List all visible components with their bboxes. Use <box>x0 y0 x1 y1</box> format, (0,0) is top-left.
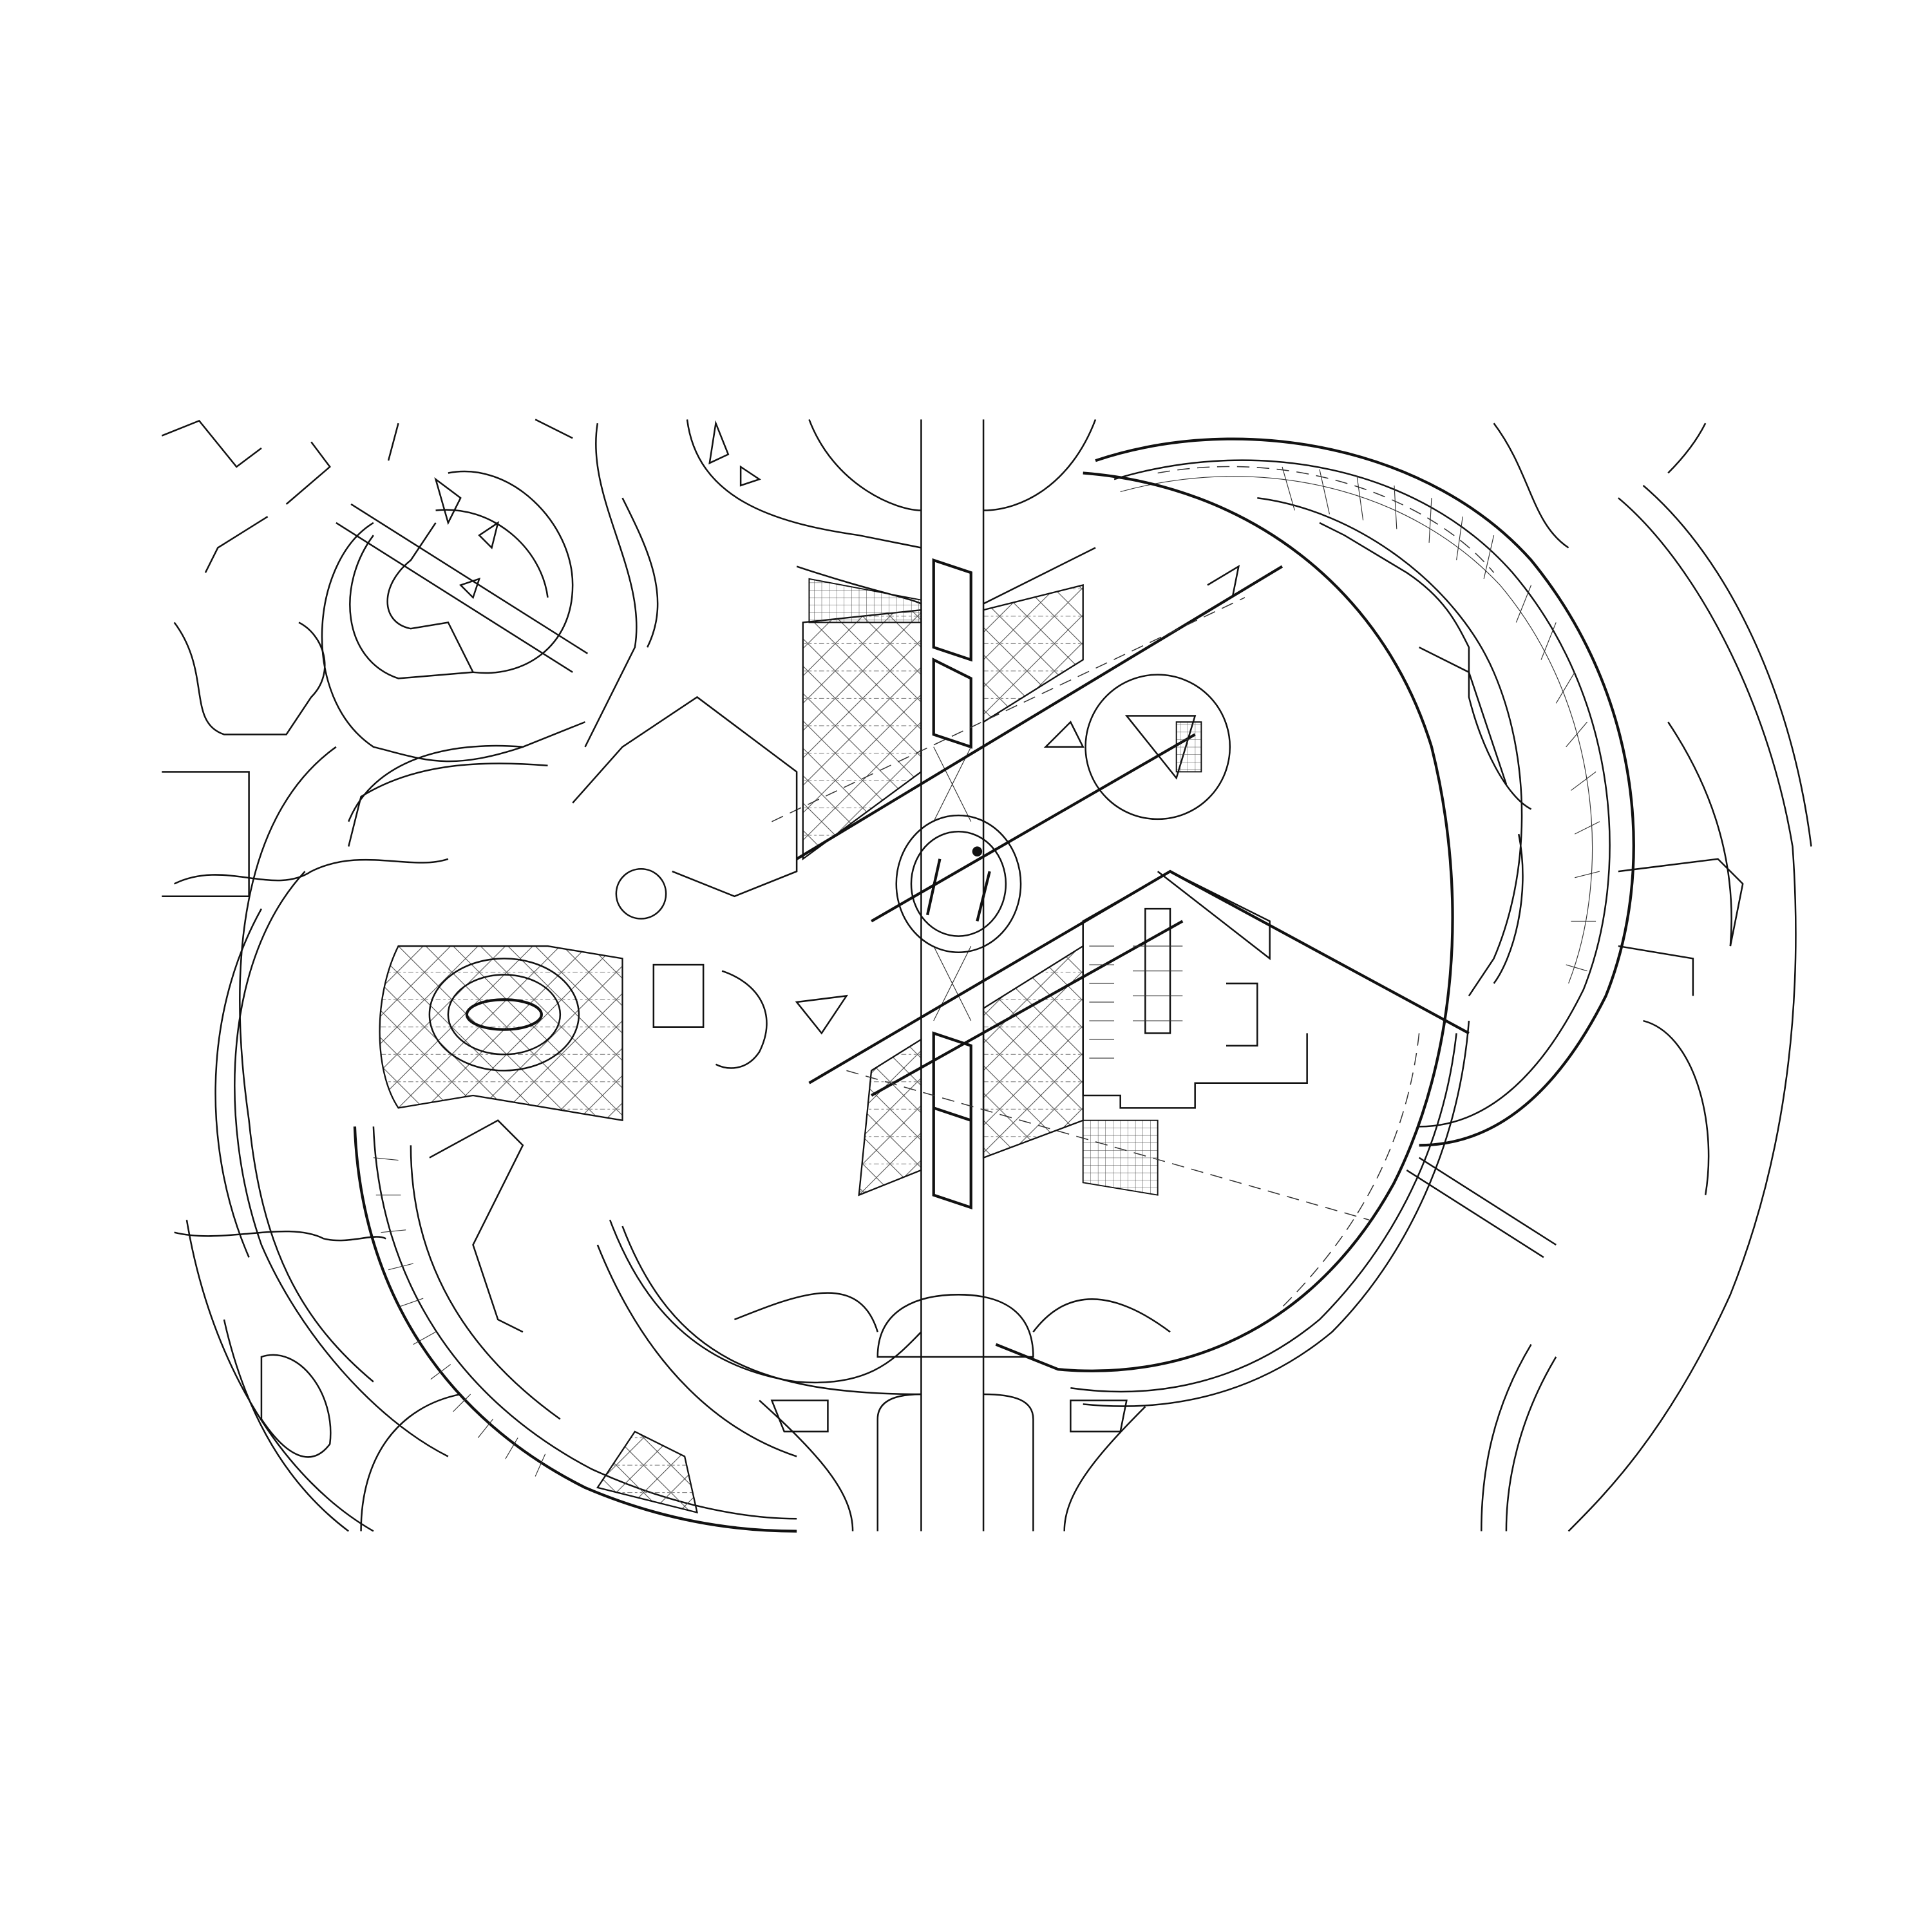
outer-roads-right <box>1406 422 1812 1532</box>
main-oval-building <box>596 471 1470 1457</box>
glazed-atria <box>802 578 1159 1197</box>
right-parking-ring <box>1095 437 1635 1147</box>
internal-parking <box>1082 870 1308 1109</box>
southwest-parking-ring <box>353 1119 797 1533</box>
top-center-loop-road <box>686 419 1097 605</box>
east-circular-core <box>1043 674 1231 820</box>
outer-roads-left <box>161 419 573 1532</box>
west-lobby <box>379 696 849 1122</box>
column-marker <box>972 846 983 857</box>
bottom-entrance-loop <box>734 1292 1171 1531</box>
top-left-loop-road <box>173 423 659 847</box>
central-rotunda <box>895 814 1022 953</box>
central-axis-corridor <box>920 419 985 1531</box>
